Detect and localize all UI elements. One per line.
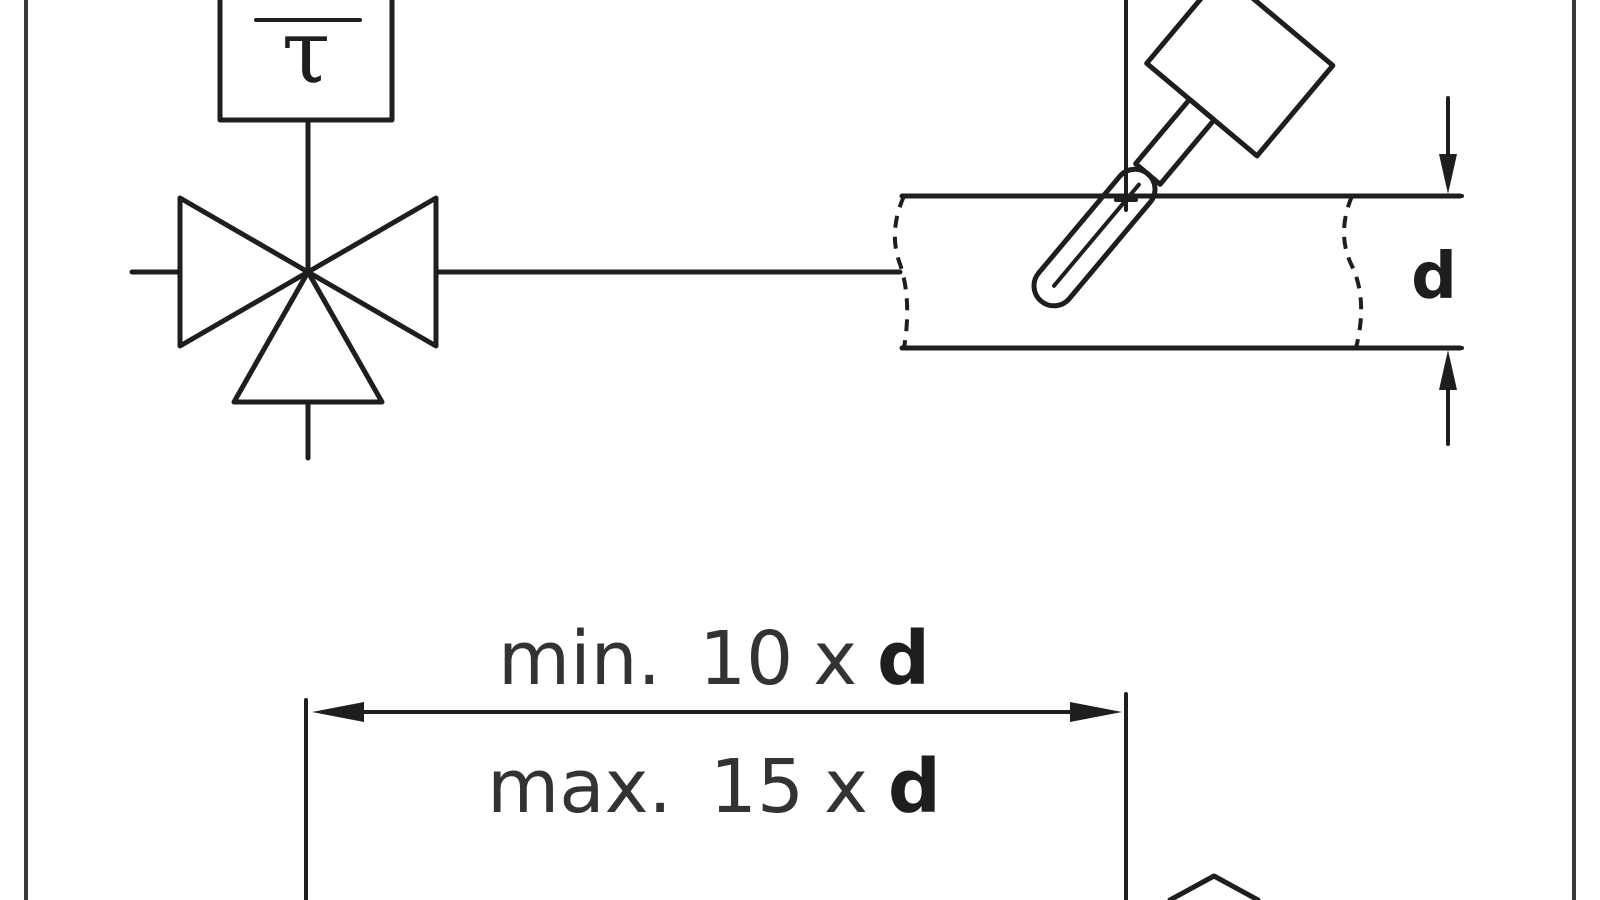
diameter-dimension: d — [1350, 96, 1464, 446]
min-factor: 10 — [699, 616, 793, 702]
temperature-sensor — [1031, 0, 1336, 309]
valve-right-port — [305, 195, 439, 349]
pipe-right-break — [1342, 195, 1364, 349]
distance-arrow-right-head — [1070, 702, 1122, 722]
diameter-label: d — [1411, 240, 1457, 314]
max-variable: d — [888, 744, 941, 830]
inlet-distance-dimension: min. 10 x d max. 15 x d — [304, 616, 1128, 900]
diameter-arrow-top-head — [1439, 154, 1457, 194]
min-distance-label: min. 10 x d — [498, 616, 930, 702]
three-way-valve: τ — [129, 0, 439, 461]
max-prefix: max. — [487, 744, 672, 830]
bottom-partial-symbol — [1167, 873, 1261, 900]
valve-left-port — [177, 195, 311, 349]
diameter-arrow-bottom-head — [1439, 350, 1457, 390]
max-distance-label: max. 15 x d — [487, 744, 941, 830]
max-multiply-sign: x — [824, 744, 868, 830]
actuator-symbol: τ — [282, 0, 331, 103]
sensor-head — [1144, 0, 1336, 159]
valve-bottom-port — [231, 269, 385, 405]
max-factor: 15 — [710, 744, 804, 830]
distance-arrow-left-head — [312, 702, 364, 722]
min-multiply-sign: x — [813, 616, 857, 702]
min-prefix: min. — [498, 616, 661, 702]
min-variable: d — [877, 616, 930, 702]
pipe-section — [892, 193, 1463, 351]
pipe-left-break — [892, 195, 910, 349]
